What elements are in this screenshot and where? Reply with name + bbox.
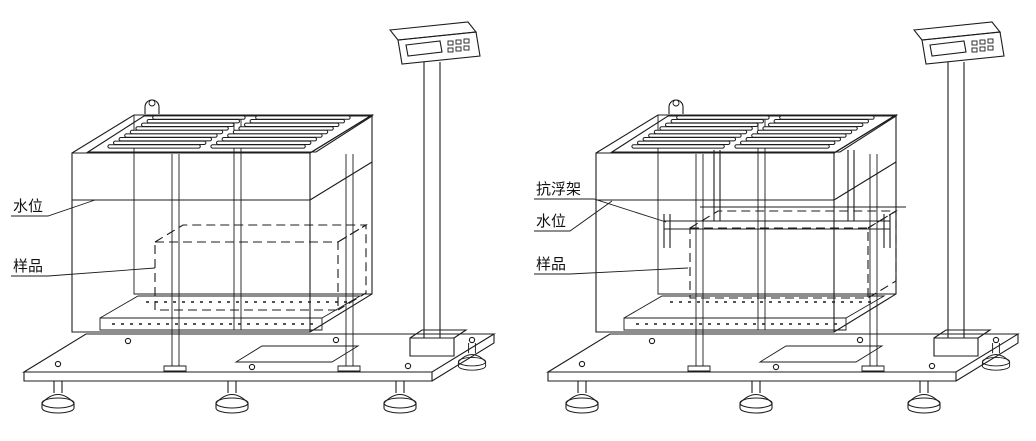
sample-box-right [689, 210, 898, 299]
sample-label-right: 样品 [536, 256, 566, 273]
sample-leader-left [11, 267, 156, 277]
water-level-label-left: 水位 [13, 198, 43, 215]
anti-float-frame-leader [534, 198, 667, 223]
left-view: 水位 样品 [11, 22, 494, 413]
right-view: 抗浮架 水位 样品 [534, 22, 1018, 413]
apparatus-right [548, 22, 1018, 413]
sample-box-left [154, 224, 368, 311]
water-level-leader-left [11, 199, 96, 217]
sample-label-left: 样品 [13, 258, 43, 275]
water-level-leader-right [534, 200, 613, 232]
water-level-label-right: 水位 [536, 213, 566, 230]
anti-float-frame-label: 抗浮架 [536, 181, 581, 198]
apparatus-left [24, 22, 494, 413]
sample-leader-right [534, 267, 689, 275]
anti-float-frame [663, 150, 906, 248]
